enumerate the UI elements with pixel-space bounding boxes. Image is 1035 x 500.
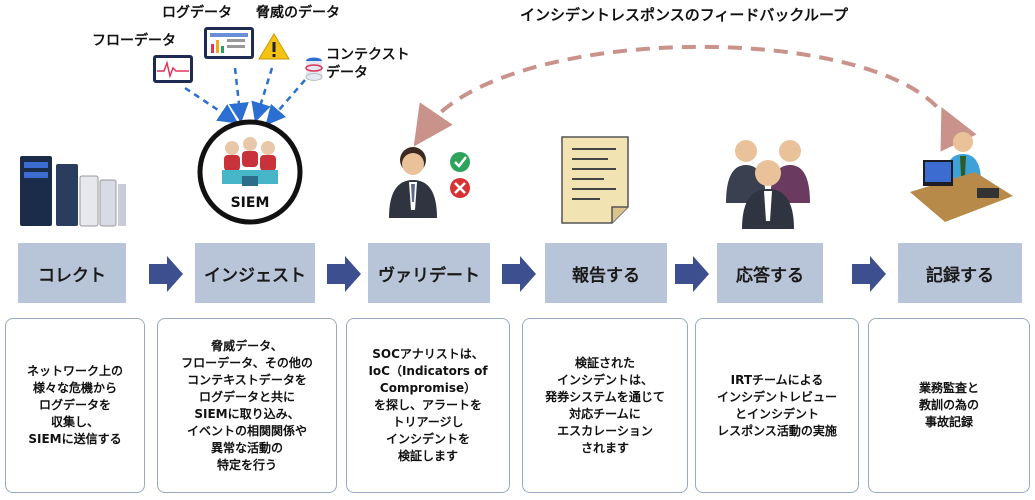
- log-monitor-icon: [204, 27, 254, 59]
- desk-worker-icon: [910, 132, 1013, 222]
- stage-report-label: 報告する: [572, 265, 640, 286]
- flow-monitor-icon: [153, 55, 193, 83]
- database-icon: [305, 57, 323, 81]
- stage-report: 報告する: [545, 243, 667, 303]
- stage-ingest-label: インジェスト: [204, 265, 306, 286]
- stage-respond: 応答する: [717, 243, 823, 303]
- stage-record-label: 記録する: [926, 265, 994, 286]
- flow-arrow-2: [327, 256, 361, 292]
- stage-collect-label: コレクト: [38, 265, 106, 286]
- siem-icon: [197, 119, 303, 225]
- desc-report: 検証された インシデントは、 発券システムを通じて 対応チームに エスカレーショ…: [522, 318, 688, 493]
- desc-record: 業務監査と 教訓の為の 事故記録: [868, 318, 1030, 493]
- flow-arrow-3: [502, 256, 536, 292]
- stage-validate: ヴァリデート: [368, 243, 490, 303]
- threat-data-label: 脅威のデータ: [256, 5, 340, 21]
- stage-ingest: インジェスト: [195, 243, 315, 303]
- desc-respond: IRTチームによる インシデントレビュー とインシデント レスポンス活動の実施: [695, 318, 859, 493]
- stage-respond-label: 応答する: [736, 265, 804, 286]
- siem-label: SIEM: [230, 195, 270, 211]
- document-icon: [561, 136, 629, 224]
- context-data-label: コンテクスト データ: [326, 47, 410, 81]
- analyst-icon: [389, 147, 470, 218]
- team-icon: [726, 140, 810, 229]
- desc-collect: ネットワーク上の 様々な危機から ログデータを 収集し、 SIEMに送信する: [5, 318, 145, 493]
- warning-icon: [258, 33, 290, 60]
- log-data-label: ログデータ: [162, 5, 232, 21]
- stage-validate-label: ヴァリデート: [378, 265, 480, 286]
- stage-collect: コレクト: [18, 243, 126, 303]
- flow-arrow-4: [675, 256, 709, 292]
- flow-arrow-5: [852, 256, 886, 292]
- stage-record: 記録する: [898, 243, 1022, 303]
- desc-validate: SOCアナリストは、 IoC（Indicators of Compromise）…: [346, 318, 510, 493]
- servers-icon: [20, 156, 126, 227]
- desc-ingest: 脅威データ、 フローデータ、その他の コンテキストデータを ログデータと共に S…: [157, 318, 337, 493]
- feedback-loop-label: インシデントレスポンスのフィードバックループ: [520, 6, 849, 24]
- flow-data-label: フローデータ: [92, 33, 176, 49]
- flow-arrow-1: [149, 256, 183, 292]
